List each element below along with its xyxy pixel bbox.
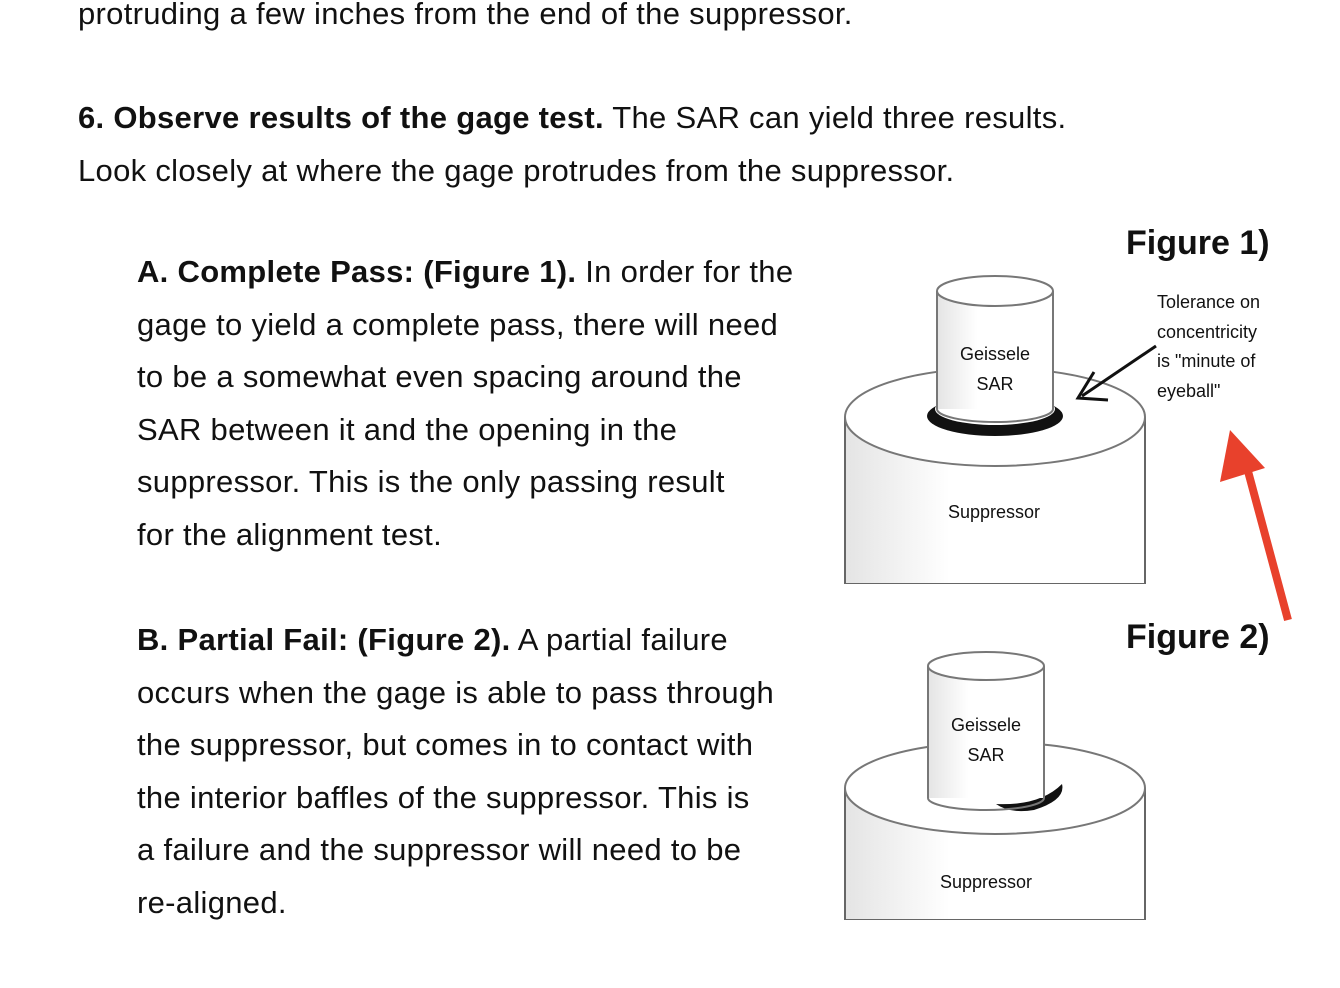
tolerance-annotation: Tolerance on concentricity is "minute of… bbox=[1157, 288, 1287, 406]
figure-1-sar-label-line-2: SAR bbox=[976, 374, 1013, 394]
section-a-line-2: gage to yield a complete pass, there wil… bbox=[137, 306, 779, 342]
section-a-paragraph: A. Complete Pass: (Figure 1). In order f… bbox=[137, 246, 877, 561]
paragraph-intro-continuation: protruding a few inches from the end of … bbox=[78, 0, 1278, 41]
section-b-line-1: B. Partial Fail: (Figure 2). A partial f… bbox=[137, 614, 867, 667]
section-b-text-1: A partial failure bbox=[510, 622, 728, 657]
figure-2-sar-label-line-2: SAR bbox=[967, 745, 1004, 765]
tolerance-line-2: concentricity bbox=[1157, 321, 1258, 342]
sar-top-face bbox=[936, 275, 1054, 307]
step-6-paragraph: 6. Observe results of the gage test. The… bbox=[78, 92, 1278, 197]
step-6-line-1: 6. Observe results of the gage test. The… bbox=[78, 92, 1278, 145]
figure-1-title: Figure 1) bbox=[1126, 224, 1270, 262]
section-b-line-2: occurs when the gage is able to pass thr… bbox=[137, 674, 775, 710]
section-b-paragraph: B. Partial Fail: (Figure 2). A partial f… bbox=[137, 614, 867, 929]
tolerance-line-3: is "minute of bbox=[1157, 351, 1256, 371]
red-annotation-arrow-icon bbox=[1220, 430, 1292, 622]
section-b-line-4: the interior baffles of the suppressor. … bbox=[137, 779, 750, 815]
section-b-line-5: a failure and the suppressor will need t… bbox=[137, 832, 742, 867]
section-a-line-5: suppressor. This is the only passing res… bbox=[137, 464, 725, 499]
section-b-heading: B. Partial Fail: (Figure 2). bbox=[137, 622, 511, 657]
sar-body bbox=[937, 291, 1053, 409]
section-a-heading: A. Complete Pass: (Figure 1). bbox=[137, 254, 577, 289]
figure-2-title: Figure 2) bbox=[1126, 618, 1270, 656]
sar-bottom-rim bbox=[936, 408, 1054, 423]
figure-1-suppressor-label: Suppressor bbox=[948, 502, 1040, 522]
section-a-line-1: A. Complete Pass: (Figure 1). In order f… bbox=[137, 246, 877, 299]
tolerance-pointer-arrow-icon bbox=[1075, 344, 1157, 402]
section-a-line-3: to be a somewhat even spacing around the bbox=[137, 359, 742, 394]
sar-top-face bbox=[927, 651, 1045, 681]
section-b-line-6: re-aligned. bbox=[137, 884, 287, 920]
figure-2-suppressor-label: Suppressor bbox=[940, 872, 1032, 892]
figure-2-sar-label-line-1: Geissele bbox=[951, 715, 1021, 735]
suppressor-opening-contact bbox=[996, 784, 1063, 812]
step-6-line-2: Look closely at where the gage protrudes… bbox=[78, 152, 955, 188]
sar-body bbox=[928, 666, 1044, 798]
figure-2-diagram: Geissele SAR Suppressor bbox=[844, 651, 1146, 920]
section-b-line-3: the suppressor, but comes in to contact … bbox=[137, 727, 754, 762]
tolerance-line-1: Tolerance on bbox=[1157, 292, 1261, 312]
step-6-heading: 6. Observe results of the gage test. bbox=[78, 100, 604, 135]
section-a-line-4: SAR between it and the opening in the bbox=[137, 411, 678, 447]
sar-bottom-rim bbox=[927, 797, 1045, 811]
figure-1-diagram: Geissele SAR Suppressor bbox=[844, 275, 1157, 584]
step-6-text-1: The SAR can yield three results. bbox=[603, 100, 1067, 135]
section-a-text-1: In order for the bbox=[576, 254, 794, 289]
intro-text: protruding a few inches from the end of … bbox=[78, 0, 853, 31]
section-a-line-6: for the alignment test. bbox=[137, 516, 443, 552]
tolerance-line-4: eyeball" bbox=[1157, 380, 1221, 401]
figure-1-sar-label-line-1: Geissele bbox=[960, 344, 1030, 364]
